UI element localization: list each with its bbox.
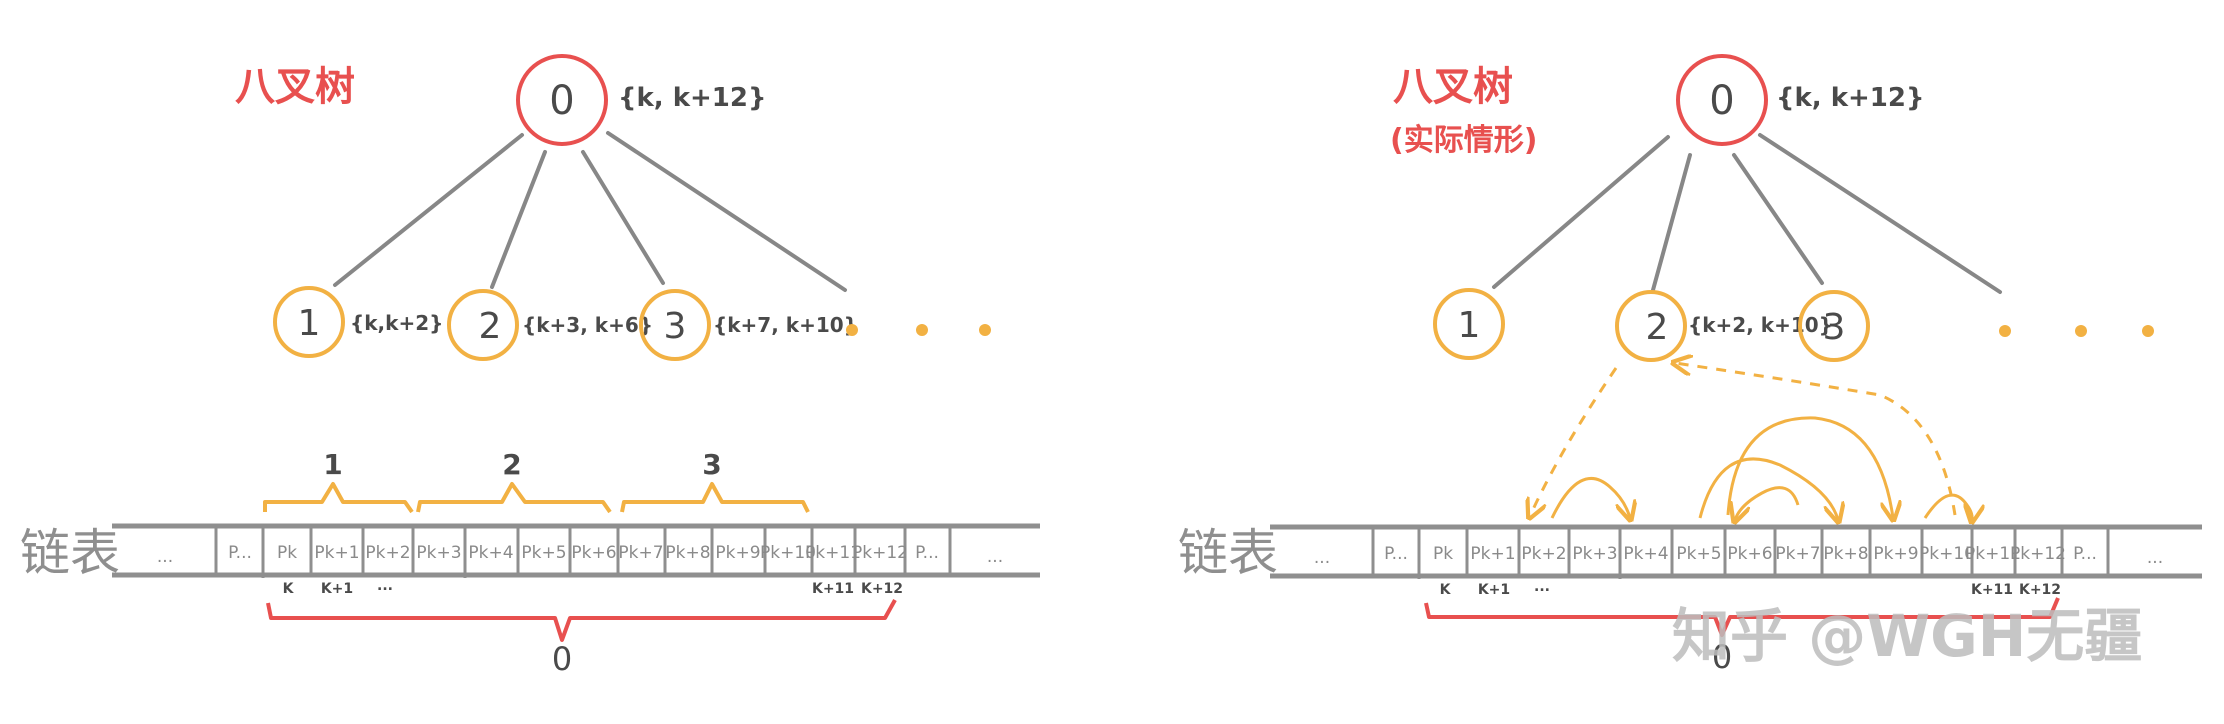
list-cell: P... [2073,544,2097,564]
right-list-cells: ... P... Pk Pk+1 Pk+2 Pk+3 Pk+4 Pk+5 Pk+… [1314,544,2163,568]
svg-text:1: 1 [298,303,321,344]
svg-text:3: 3 [1823,307,1846,348]
left-bracket-3-label: 3 [702,448,721,481]
left-root-node: 0 [516,54,608,146]
list-cell: Pk+2 [365,543,410,563]
svg-text:2: 2 [1646,307,1669,348]
right-child-node-2: 2 [1615,290,1687,362]
list-cell: Pk+3 [1572,544,1617,564]
right-child-node-1: 1 [1433,288,1505,360]
left-title: 八叉树 [235,64,355,110]
list-cell: Pk [1433,544,1453,564]
list-cell: ... [987,547,1003,567]
right-list-dividers [1371,529,2110,579]
svg-text:K: K [283,581,295,597]
right-title: 八叉树 [1393,64,1513,110]
list-cell: P... [915,543,939,563]
list-cell: ... [1314,548,1330,568]
left-bracket-1-label: 1 [323,448,342,481]
list-cell: ... [2147,548,2163,568]
svg-text:K+12: K+12 [2019,582,2061,598]
list-cell: Pk+12 [2010,544,2066,564]
left-child-node-3: 3 [639,289,711,361]
list-cell: Pk+3 [416,543,461,563]
right-diagram: 八叉树 (实际情形) 0 {k, k+12} 1 2 {k+2, k+10} 3 [1178,54,2202,676]
list-cell: ... [157,547,173,567]
watermark: 知乎 @WGH无疆 [1672,602,2142,670]
svg-text:1: 1 [1458,305,1481,346]
right-list-label: 链表 [1178,524,1278,582]
list-cell: Pk [277,543,297,563]
left-child-1-range: {k,k+2} [350,311,443,335]
right-subtitle: (实际情形) [1390,123,1537,158]
list-cell: Pk+12 [852,543,908,563]
right-root-node: 0 [1676,54,1768,146]
list-cell: Pk+1 [314,543,359,563]
list-cell: Pk+9 [1873,544,1918,564]
list-cell: P... [1384,544,1408,564]
right-root-range: {k, k+12} [1776,83,1925,113]
left-child-2-range: {k+3, k+6} [522,313,653,337]
left-root-bracket-label: 0 [552,640,572,678]
right-index-labels: K K+1 ... K+11 K+12 [1440,579,2061,598]
svg-text:3: 3 [664,306,687,347]
svg-text:K+11: K+11 [812,581,854,597]
left-bracket-2-label: 2 [502,448,521,481]
list-cell: Pk+5 [1676,544,1721,564]
list-cell: Pk+11 [1965,544,2021,564]
list-cell: Pk+10 [1919,544,1975,564]
right-root-label: 0 [1709,78,1734,124]
list-cell: Pk+6 [1727,544,1772,564]
svg-text:...: ... [377,578,393,594]
svg-text:2: 2 [479,306,502,347]
list-cell: P... [228,543,252,563]
list-cell: Pk+5 [521,543,566,563]
left-child-node-2: 2 [447,289,519,361]
list-cell: Pk+8 [665,543,710,563]
left-root-label: 0 [549,78,574,124]
right-ellipsis-dots [1999,325,2154,337]
right-root-bracket [1424,597,2060,637]
left-diagram: 八叉树 0 {k, k+12} 1 {k,k+2} 2 {k+3, k+6} 3 [20,54,1040,678]
svg-text:K+1: K+1 [321,581,353,597]
svg-text:...: ... [1534,579,1550,595]
list-cell: Pk+11 [805,543,861,563]
left-list-cells: ... P... Pk Pk+1 Pk+2 Pk+3 Pk+4 Pk+5 Pk+… [157,543,1003,567]
list-cell: Pk+4 [1623,544,1668,564]
left-root-range: {k, k+12} [618,83,767,113]
left-ellipsis-dots [846,324,991,336]
right-tree-edges [1492,133,2002,294]
svg-text:K+12: K+12 [861,581,903,597]
list-cell: Pk+6 [571,543,616,563]
left-list-rails [112,523,1040,578]
left-child-node-1: 1 [273,286,345,358]
left-list-label: 链表 [20,524,120,582]
left-child-3-range: {k+7, k+10} [713,313,858,337]
list-cell: Pk+10 [760,543,816,563]
right-child-node-3: 3 [1798,290,1870,362]
list-cell: Pk+7 [618,543,663,563]
left-child-brackets [263,482,810,514]
left-tree-edges [333,131,847,292]
list-cell: Pk+1 [1470,544,1515,564]
left-index-labels: K K+1 ... K+11 K+12 [283,578,903,597]
list-cell: Pk+8 [1823,544,1868,564]
list-cell: Pk+2 [1521,544,1566,564]
list-cell: Pk+7 [1775,544,1820,564]
right-child-2-range: {k+2, k+10} [1688,313,1833,337]
list-cell: Pk+9 [715,543,760,563]
list-cell: Pk+4 [468,543,513,563]
right-root-bracket-label: 0 [1712,638,1732,676]
svg-text:K+1: K+1 [1478,582,1510,598]
svg-text:K: K [1440,582,1452,598]
right-list-rails [1270,524,2202,579]
right-dashed-arrows [1530,363,1957,516]
left-root-bracket [266,599,897,642]
svg-text:K+11: K+11 [1971,582,2013,598]
left-list-dividers [214,528,952,578]
right-jump-arrows [1550,416,1972,520]
